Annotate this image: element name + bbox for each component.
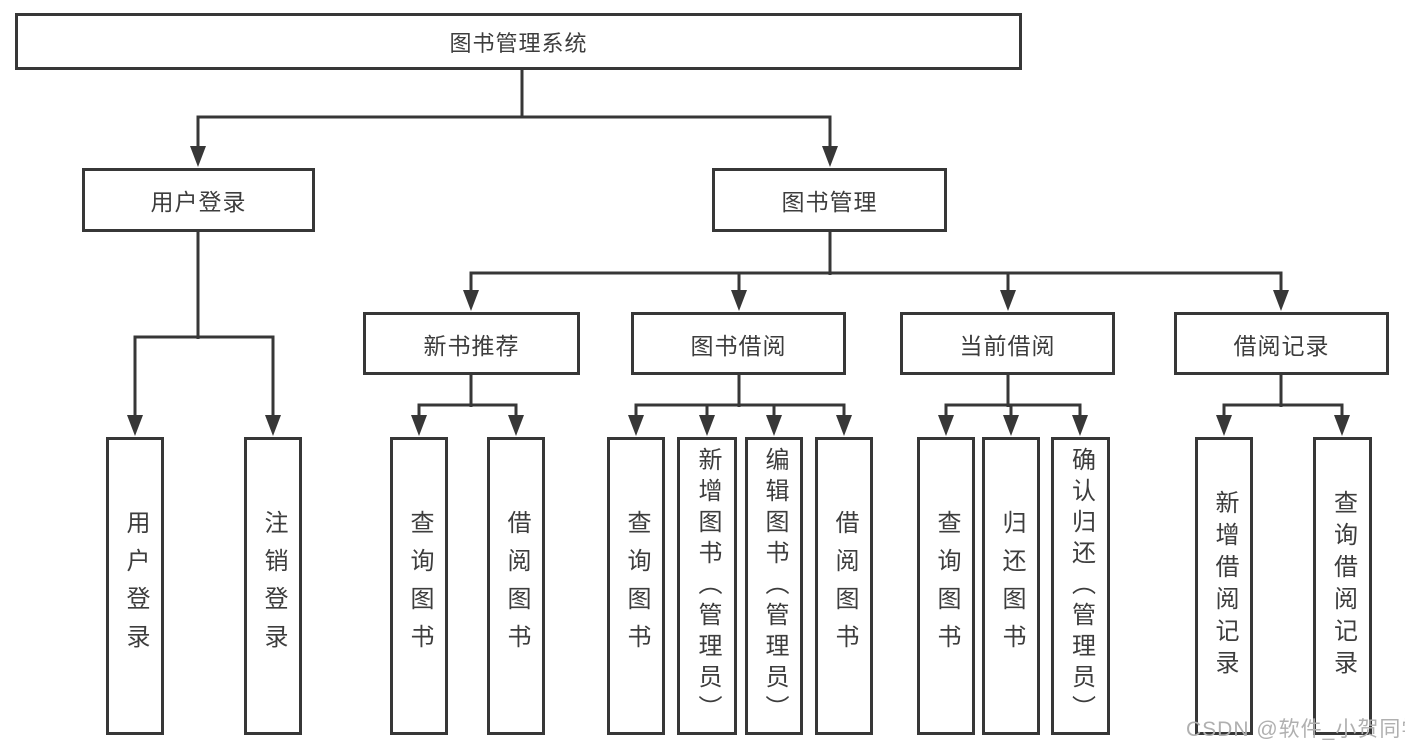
leaf-add-borrow-record: 新增借阅记录 [1195,437,1253,735]
leaf-edit-book-admin: 编辑图书（管理员） [745,437,803,735]
node-current-borrowing-label: 当前借阅 [959,332,1056,359]
leaf-confirm-return-admin: 确认归还（管理员） [1051,437,1110,735]
leaf-query-books-current: 查询图书 [917,437,975,735]
leaf-return-books: 归还图书 [982,437,1040,735]
leaf-query-borrow-record-label: 查询借阅记录 [1329,490,1357,682]
node-borrowing-records: 借阅记录 [1174,312,1389,375]
leaf-logout: 注销登录 [244,437,302,735]
leaf-query-books-recommend: 查询图书 [390,437,448,735]
node-user-login: 用户登录 [82,168,315,232]
node-book-management: 图书管理 [712,168,947,232]
leaf-query-books-borrow-label: 查询图书 [623,510,650,662]
node-user-login-label: 用户登录 [150,189,247,215]
leaf-borrow-books-label: 借阅图书 [831,510,858,662]
leaf-query-books-current-label: 查询图书 [933,510,960,662]
leaf-confirm-return-admin-label: 确认归还（管理员） [1067,446,1095,726]
leaf-logout-label: 注销登录 [260,510,287,662]
node-new-book-recommend: 新书推荐 [363,312,580,375]
node-book-management-label: 图书管理 [781,189,878,215]
leaf-edit-book-admin-label: 编辑图书（管理员） [761,446,788,726]
node-current-borrowing: 当前借阅 [900,312,1115,375]
node-borrowing-records-label: 借阅记录 [1233,332,1330,359]
leaf-user-login-label: 用户登录 [122,510,149,662]
leaf-borrow-books-recommend-label: 借阅图书 [503,510,530,662]
leaf-add-borrow-record-label: 新增借阅记录 [1211,490,1238,682]
leaf-return-books-label: 归还图书 [998,510,1025,662]
leaf-borrow-books-recommend: 借阅图书 [487,437,545,735]
leaf-borrow-books: 借阅图书 [815,437,873,735]
node-root-label: 图书管理系统 [449,30,588,56]
node-root: 图书管理系统 [15,13,1022,70]
leaf-user-login: 用户登录 [106,437,164,735]
leaf-add-book-admin: 新增图书（管理员） [677,437,737,735]
leaf-query-borrow-record: 查询借阅记录 [1313,437,1372,735]
node-new-book-recommend-label: 新书推荐 [423,332,520,359]
node-book-borrowing-label: 图书借阅 [690,332,787,359]
leaf-add-book-admin-label: 新增图书（管理员） [694,446,721,726]
leaf-query-books-borrow: 查询图书 [607,437,665,735]
leaf-query-books-recommend-label: 查询图书 [406,510,433,662]
node-book-borrowing: 图书借阅 [631,312,846,375]
csdn-watermark: CSDN @软件_小贺同学 [1186,718,1405,741]
